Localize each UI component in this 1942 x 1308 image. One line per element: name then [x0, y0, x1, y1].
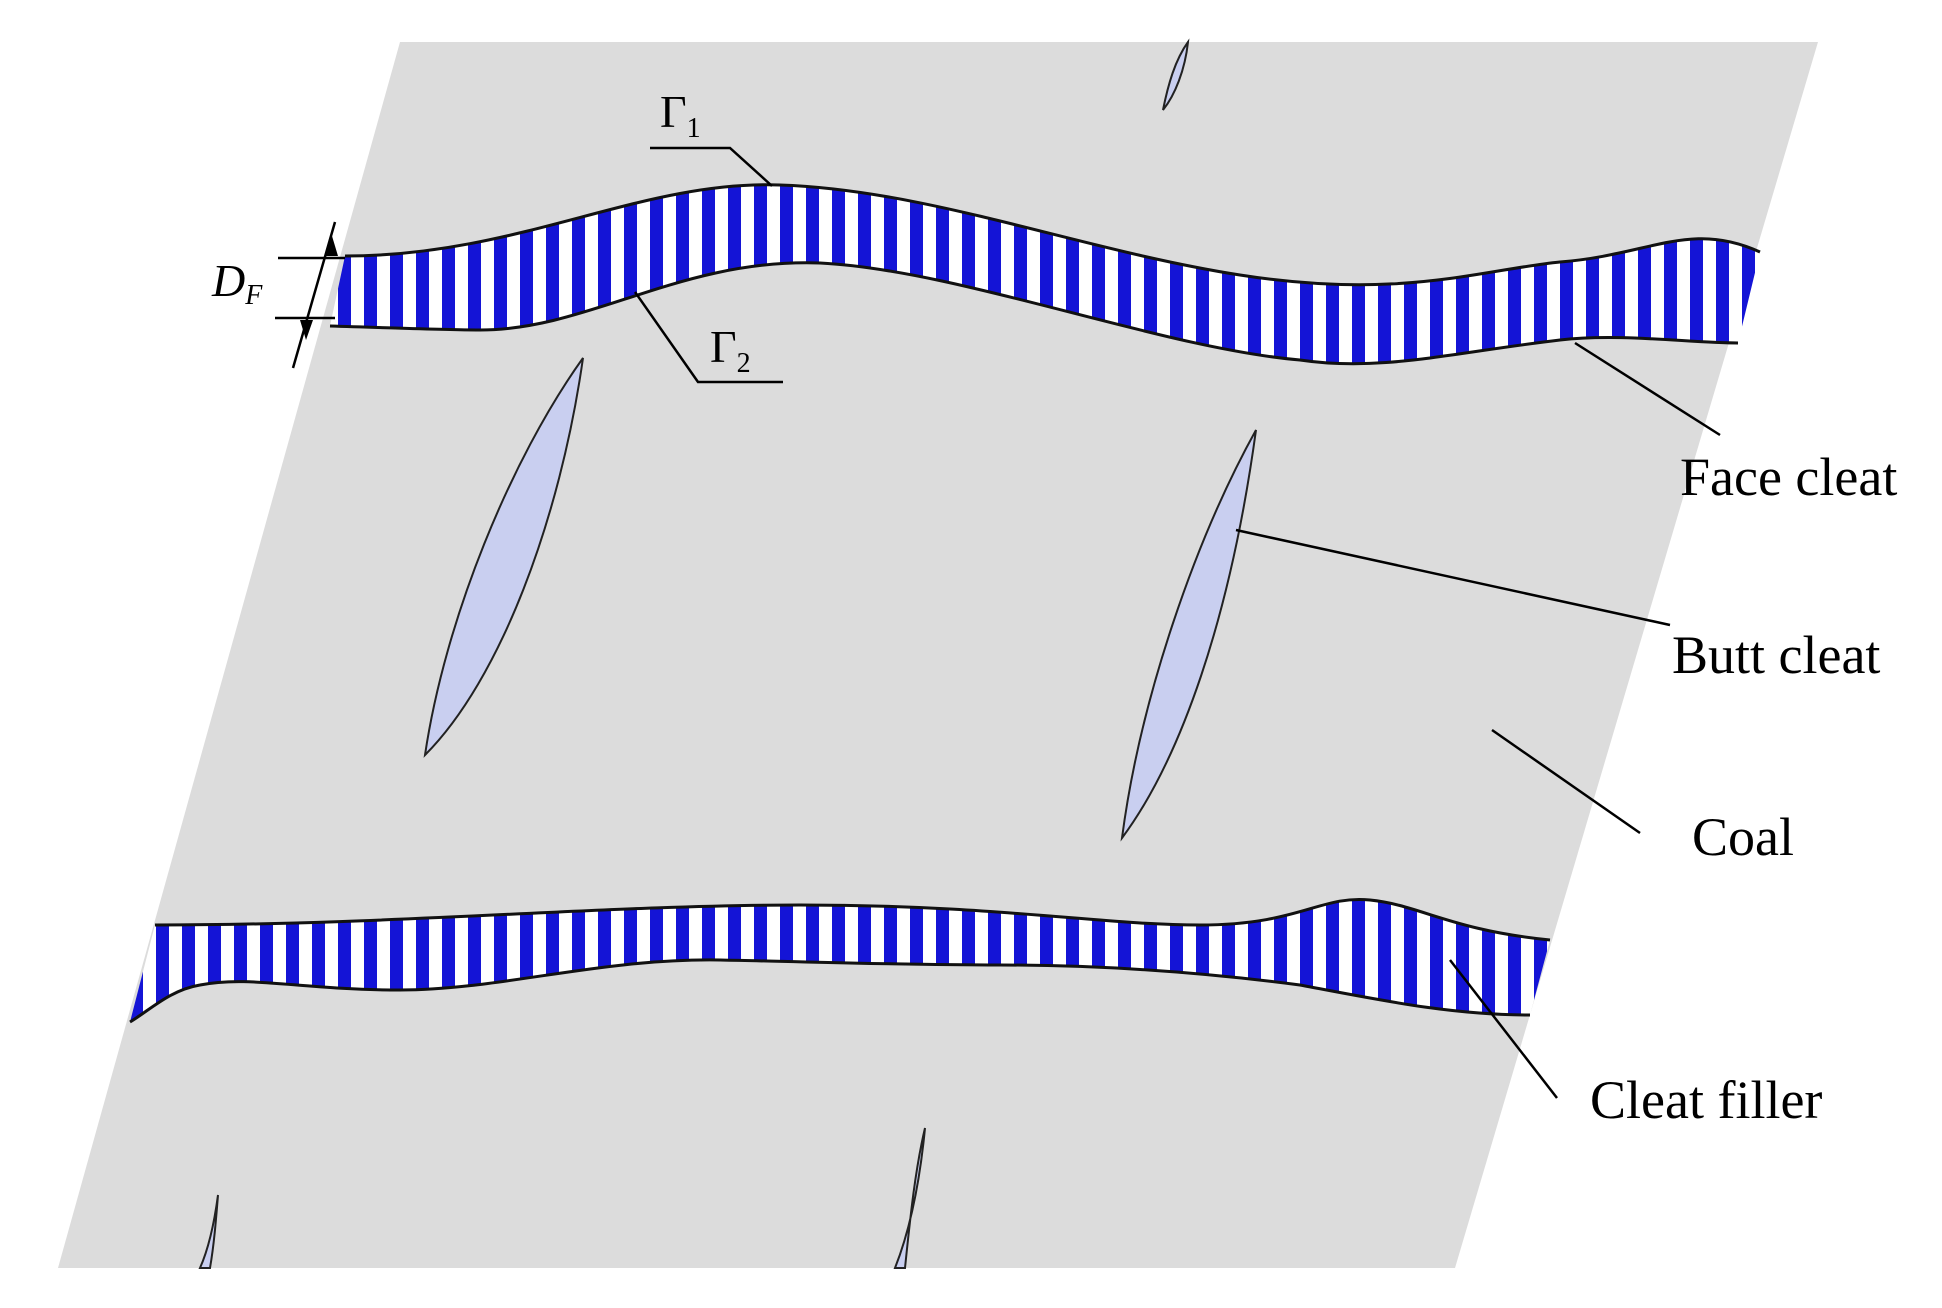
lower-face-cleat: [129, 897, 1551, 1024]
upper-boundary-gamma2: [329, 261, 1739, 366]
coal-label: Coal: [1692, 807, 1794, 867]
butt-cleat: [1162, 38, 1190, 111]
face-cleat-leader: [1574, 341, 1721, 437]
leader-lines: [633, 146, 1721, 1099]
butt-cleats: [198, 38, 1257, 1269]
lower-boundary-bottom: [129, 958, 1531, 1024]
df-label: DF: [211, 255, 263, 311]
upper-face-cleat: [329, 183, 1761, 366]
butt-cleat-label: Butt cleat: [1672, 625, 1880, 685]
face-cleat-label: Face cleat: [1680, 447, 1897, 507]
upper-boundary-gamma1: [344, 183, 1761, 287]
df-dimension: [275, 221, 345, 369]
upper-cleat-filler: [330, 184, 1760, 364]
cleat-filler-label: Cleat filler: [1590, 1070, 1822, 1130]
gamma1-leader: [650, 146, 773, 187]
butt-cleat: [1120, 429, 1257, 842]
gamma1-label: Γ1: [660, 86, 701, 144]
butt-cleat: [198, 1194, 219, 1269]
butt-cleat-leader: [1235, 528, 1671, 627]
lower-boundary-top: [154, 897, 1551, 942]
coal-leader: [1491, 728, 1641, 835]
butt-cleat: [893, 1127, 926, 1269]
cleat-filler-leader: [1449, 959, 1558, 1099]
lower-cleat-filler: [130, 899, 1550, 1022]
butt-cleat: [423, 357, 584, 758]
gamma2-label: Γ2: [710, 321, 751, 379]
gamma2-leader: [633, 291, 783, 384]
